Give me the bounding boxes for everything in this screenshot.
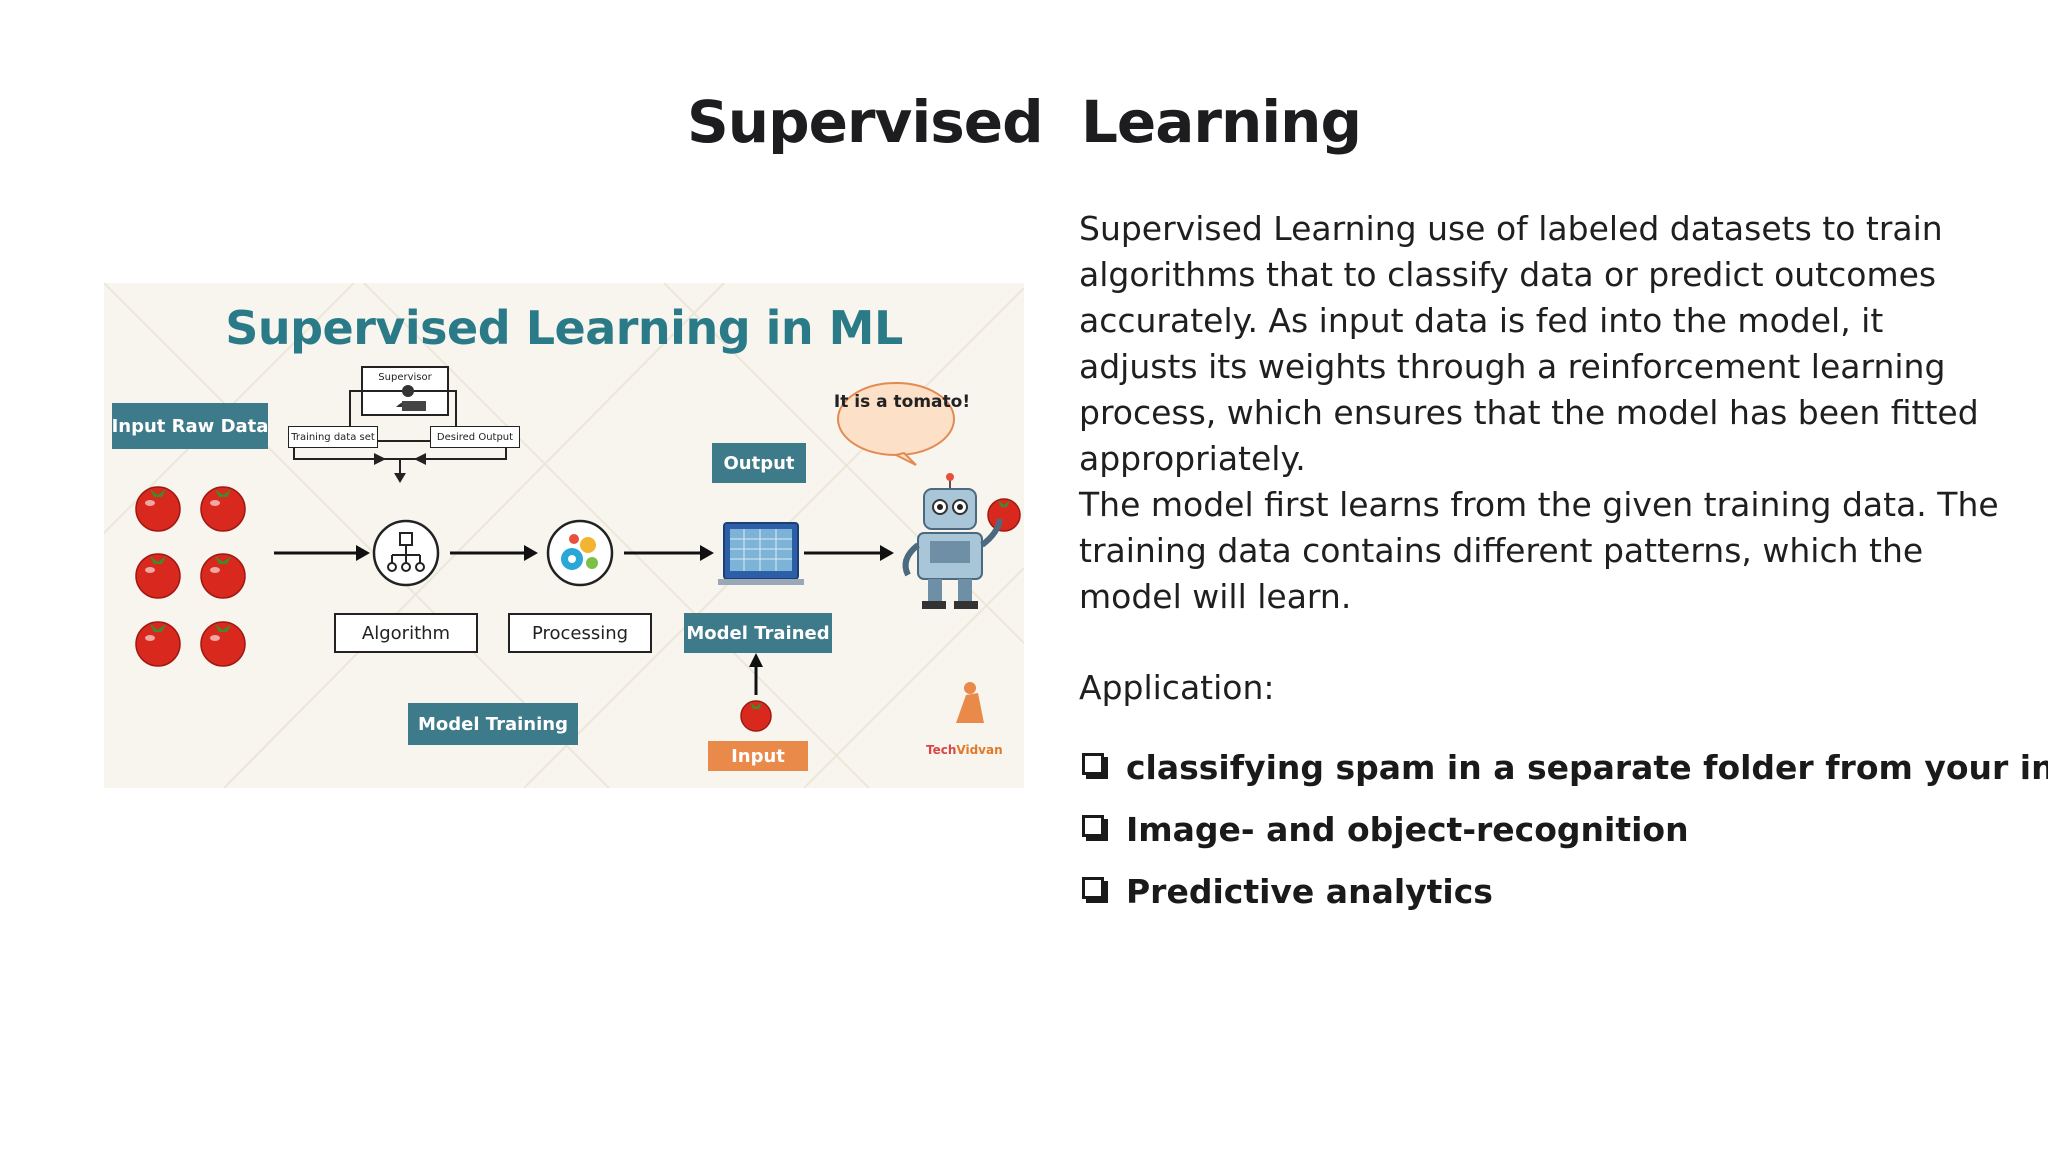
- model-training-label: Model Training: [408, 703, 578, 745]
- application-item-label: Image- and object-recognition: [1126, 809, 1689, 849]
- supervisor-label: Supervisor: [378, 371, 432, 383]
- speech-bubble-text: It is a tomato!: [833, 392, 971, 412]
- application-item-label: Predictive analytics: [1126, 871, 1493, 911]
- watermark-vidvan: Vidvan: [956, 743, 1003, 757]
- application-list: classifying spam in a separate folder fr…: [1082, 736, 2048, 922]
- description-paragraph-2: The model first learns from the given tr…: [1079, 485, 1999, 616]
- application-heading: Application:: [1079, 668, 1275, 707]
- figure-heading: Supervised Learning in ML: [225, 301, 903, 355]
- application-item: Predictive analytics: [1082, 860, 2048, 922]
- processing-label: Processing: [508, 613, 652, 653]
- checkbox-bullet-icon: [1082, 753, 1108, 779]
- description-text: Supervised Learning use of labeled datas…: [1079, 206, 1999, 620]
- speech-bubble: [837, 382, 955, 466]
- robot-icon: [902, 473, 1003, 609]
- checkbox-bullet-icon: [1082, 877, 1108, 903]
- model-trained-label: Model Trained: [684, 613, 832, 653]
- diagram-graphics: [104, 283, 1024, 788]
- application-item-label: classifying spam in a separate folder fr…: [1126, 747, 2048, 787]
- watermark-tech: Tech: [926, 743, 957, 757]
- desired-output-label: Desired Output: [430, 426, 520, 448]
- techvidvan-watermark: TechVidvan: [926, 743, 1003, 757]
- output-label: Output: [712, 443, 806, 483]
- supervised-learning-diagram: Supervised Learning in ML Input Raw Data…: [104, 283, 1024, 788]
- algorithm-label: Algorithm: [334, 613, 478, 653]
- application-item: Image- and object-recognition: [1082, 798, 2048, 860]
- supervisor-box: [349, 366, 457, 442]
- input-label: Input: [708, 741, 808, 771]
- checkbox-bullet-icon: [1082, 815, 1108, 841]
- application-item: classifying spam in a separate folder fr…: [1082, 736, 2048, 798]
- description-paragraph-1: Supervised Learning use of labeled datas…: [1079, 209, 1979, 478]
- algorithm-icon: [372, 519, 440, 587]
- laptop-icon: [718, 522, 804, 585]
- flow-arrows: [274, 551, 880, 695]
- techvidvan-logo: [956, 682, 984, 723]
- input-raw-data-label: Input Raw Data: [112, 403, 268, 449]
- slide-title: Supervised Learning: [687, 88, 1362, 156]
- processing-gears-icon: [546, 519, 614, 587]
- training-data-set-label: Training data set: [288, 426, 378, 448]
